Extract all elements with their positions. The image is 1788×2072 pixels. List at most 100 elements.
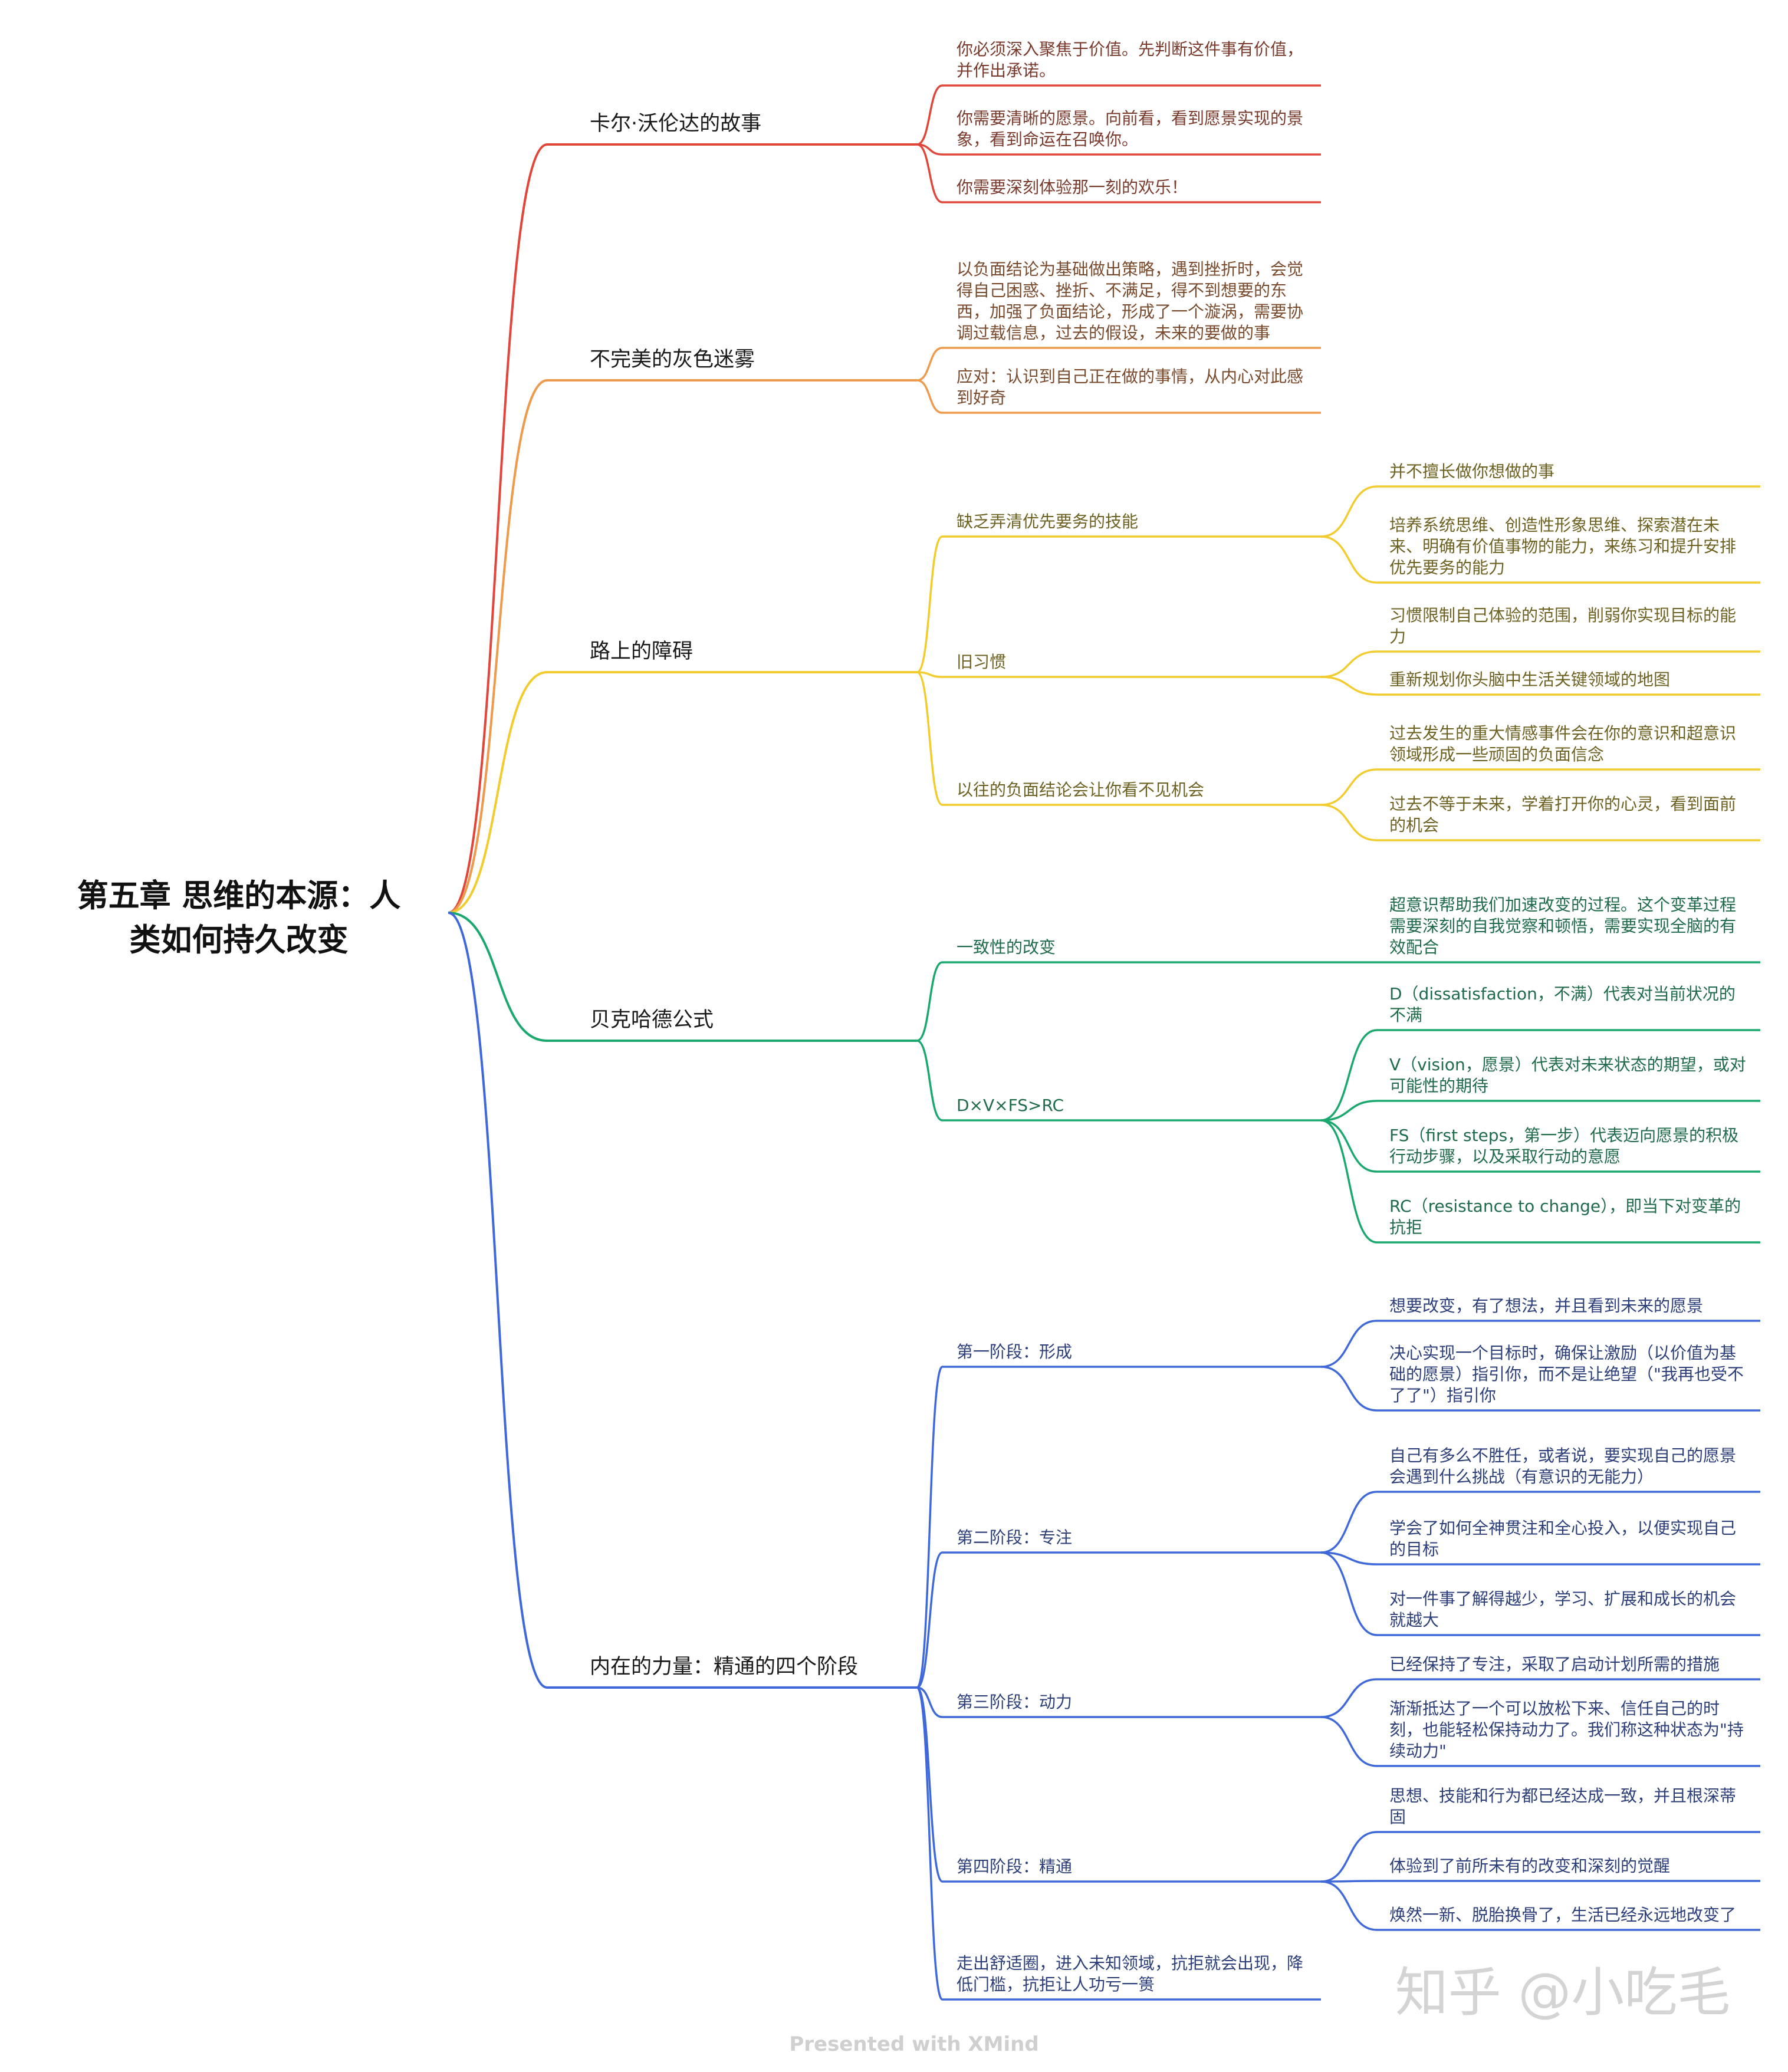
subtopic-connector xyxy=(916,671,943,678)
subtopic-text[interactable]: 旧习惯 xyxy=(957,652,1006,672)
detail-text[interactable]: 的目标 xyxy=(1389,1540,1439,1559)
subtopic-text[interactable]: 走出舒适圈，进入未知领域，抗拒就会出现，降 xyxy=(957,1953,1303,1973)
detail-text[interactable]: 习惯限制自己体验的范围，削弱你实现目标的能 xyxy=(1389,606,1736,625)
detail-text[interactable]: 行动步骤，以及采取行动的意愿 xyxy=(1389,1147,1621,1166)
detail-text[interactable]: 已经保持了专注，采取了启动计划所需的措施 xyxy=(1389,1655,1720,1674)
detail-text[interactable]: 力 xyxy=(1389,627,1406,646)
detail-text[interactable]: 来、明确有价值事物的能力，来练习和提升安排 xyxy=(1389,537,1736,556)
detail-text[interactable]: 自己有多么不胜任，或者说，要实现自己的愿景 xyxy=(1389,1446,1736,1465)
subtopic-text[interactable]: 并作出承诺。 xyxy=(957,61,1056,80)
detail-connector xyxy=(1320,1119,1378,1173)
detail-text[interactable]: 续动力" xyxy=(1389,1741,1447,1761)
detail-text[interactable]: 焕然一新、脱胎换骨了，生活已经永远地改变了 xyxy=(1389,1905,1736,1925)
detail-text[interactable]: 重新规划你头脑中生活关键领域的地图 xyxy=(1389,670,1670,689)
branch-topic[interactable]: 内在的力量：精通的四个阶段 xyxy=(590,1655,858,1679)
detail-text[interactable]: 对一件事了解得越少，学习、扩展和成长的机会 xyxy=(1389,1589,1736,1609)
subtopic-text[interactable]: 以负面结论为基础做出策略，遇到挫折时，会觉 xyxy=(957,259,1303,279)
branch-topic[interactable]: 贝克哈德公式 xyxy=(590,1008,714,1032)
detail-connector xyxy=(1320,650,1378,678)
central-topic-line[interactable]: 第五章 思维的本源：人 xyxy=(77,878,400,914)
subtopic-text[interactable]: 得自己困惑、挫折、不满足，得不到想要的东 xyxy=(957,281,1287,300)
branch-topic[interactable]: 不完美的灰色迷雾 xyxy=(590,348,755,371)
subtopic-connector xyxy=(916,961,943,1042)
subtopic-text[interactable]: 第三阶段：动力 xyxy=(957,1692,1072,1712)
subtopic-connector xyxy=(916,1366,944,1689)
detail-text[interactable]: V（vision，愿景）代表对未来状态的期望，或对 xyxy=(1389,1055,1746,1074)
detail-connector xyxy=(1320,1119,1378,1244)
branch-connector xyxy=(448,143,548,914)
detail-text[interactable]: 领域形成一些顽固的负面信念 xyxy=(1389,745,1604,764)
detail-connector xyxy=(1320,1831,1378,1883)
detail-connector xyxy=(1320,1366,1378,1412)
subtopic-text[interactable]: 缺乏弄清优先要务的技能 xyxy=(957,512,1138,531)
detail-text[interactable]: 思想、技能和行为都已经达成一致，并且根深蒂 xyxy=(1389,1786,1736,1805)
zhihu-watermark: 知乎 @小吃毛 xyxy=(1395,1962,1731,2024)
central-topic-line[interactable]: 类如何持久改变 xyxy=(130,922,349,958)
subtopic-text[interactable]: 象，看到命运在召唤你。 xyxy=(957,130,1138,149)
detail-text[interactable]: 的机会 xyxy=(1389,815,1439,835)
subtopic-text[interactable]: 你需要清晰的愿景。向前看，看到愿景实现的景 xyxy=(957,108,1303,128)
detail-text[interactable]: 优先要务的能力 xyxy=(1389,558,1505,577)
subtopic-text[interactable]: 第四阶段：精通 xyxy=(957,1857,1072,1876)
subtopic-text[interactable]: 第二阶段：专注 xyxy=(957,1528,1072,1547)
branch-topic[interactable]: 卡尔·沃伦达的故事 xyxy=(590,112,761,136)
subtopic-connector xyxy=(916,143,943,203)
detail-text[interactable]: 渐渐抵达了一个可以放松下来、信任自己的时 xyxy=(1389,1699,1720,1718)
subtopic-connector xyxy=(916,84,943,146)
subtopic-connector xyxy=(916,1686,944,2001)
subtopic-text[interactable]: 低门槛，抗拒让人功亏一篑 xyxy=(957,1975,1155,1994)
detail-connector xyxy=(1320,1491,1378,1554)
detail-text[interactable]: 不满 xyxy=(1389,1005,1422,1025)
branch-connector xyxy=(448,912,548,1689)
detail-text[interactable]: 过去发生的重大情感事件会在你的意识和超意识 xyxy=(1389,723,1736,743)
detail-connector xyxy=(1320,1029,1378,1121)
detail-text[interactable]: 可能性的期待 xyxy=(1389,1076,1488,1096)
branch-connector xyxy=(448,912,548,1042)
detail-text[interactable]: 体验到了前所未有的改变和深刻的觉醒 xyxy=(1389,1856,1670,1876)
detail-connector xyxy=(1320,1716,1378,1767)
subtopic-text[interactable]: 以往的负面结论会让你看不见机会 xyxy=(957,780,1204,800)
subtopic-text[interactable]: 到好奇 xyxy=(957,388,1006,407)
subtopic-connector xyxy=(916,535,943,673)
subtopic-text[interactable]: 你必须深入聚焦于价值。先判断这件事有价值， xyxy=(957,40,1303,59)
detail-text[interactable]: 过去不等于未来，学着打开你的心灵，看到面前 xyxy=(1389,794,1736,814)
detail-connector xyxy=(1320,1880,1378,1931)
subtopic-connector xyxy=(916,347,943,381)
detail-text[interactable]: 刻，也能轻松保持动力了。我们称这种状态为"持 xyxy=(1389,1720,1744,1739)
detail-text[interactable]: 培养系统思维、创造性形象思维、探索潜在未 xyxy=(1389,515,1720,535)
subtopic-text[interactable]: 你需要深刻体验那一刻的欢乐！ xyxy=(957,177,1188,197)
detail-text[interactable]: 了了"）指引你 xyxy=(1389,1386,1496,1405)
detail-text[interactable]: D（dissatisfaction，不满）代表对当前状况的 xyxy=(1389,984,1736,1004)
subtopic-text[interactable]: 一致性的改变 xyxy=(957,938,1056,957)
subtopic-text[interactable]: D×V×FS>RC xyxy=(957,1096,1064,1115)
detail-text[interactable]: 固 xyxy=(1389,1807,1406,1827)
detail-text[interactable]: 会遇到什么挑战（有意识的无能力） xyxy=(1389,1467,1654,1486)
detail-connector xyxy=(1320,1100,1378,1121)
detail-text[interactable]: 就越大 xyxy=(1389,1610,1439,1630)
detail-text[interactable]: 超意识帮助我们加速改变的过程。这个变革过程 xyxy=(1389,895,1736,915)
detail-text[interactable]: 效配合 xyxy=(1389,938,1439,957)
branch-topic[interactable]: 路上的障碍 xyxy=(590,640,693,663)
detail-connector xyxy=(1320,1551,1378,1636)
detail-connector xyxy=(1320,485,1378,538)
subtopic-text[interactable]: 第一阶段：形成 xyxy=(957,1342,1072,1361)
detail-text[interactable]: 抗拒 xyxy=(1389,1218,1422,1237)
subtopic-text[interactable]: 应对：认识到自己正在做的事情，从内心对此感 xyxy=(957,367,1303,386)
detail-connector xyxy=(1320,676,1378,696)
detail-text[interactable]: 础的愿景）指引你，而不是让绝望（"我再也受不 xyxy=(1389,1364,1744,1384)
subtopic-connector xyxy=(916,379,943,414)
detail-connector xyxy=(1320,1551,1378,1565)
detail-text[interactable]: 决心实现一个目标时，确保让激励（以价值为基 xyxy=(1389,1343,1736,1363)
detail-text[interactable]: FS（first steps，第一步）代表迈向愿景的积极 xyxy=(1389,1126,1738,1145)
detail-text[interactable]: 并不擅长做你想做的事 xyxy=(1389,462,1554,481)
detail-connector xyxy=(1320,1880,1378,1883)
detail-text[interactable]: 学会了如何全神贯注和全心投入，以便实现自己 xyxy=(1389,1518,1736,1538)
detail-text[interactable]: RC（resistance to change），即当下对变革的 xyxy=(1389,1196,1741,1216)
detail-text[interactable]: 需要深刻的自我觉察和顿悟，需要实现全脑的有 xyxy=(1389,916,1736,936)
branch-connector xyxy=(448,671,548,914)
subtopic-text[interactable]: 西，加强了负面结论，形成了一个漩涡，需要协 xyxy=(957,302,1303,321)
detail-text[interactable]: 想要改变，有了想法，并且看到未来的愿景 xyxy=(1389,1296,1703,1315)
presented-with-xmind-footer: Presented with XMind xyxy=(789,2032,1038,2056)
subtopic-text[interactable]: 调过载信息，过去的假设，未来的要做的事 xyxy=(957,323,1270,343)
